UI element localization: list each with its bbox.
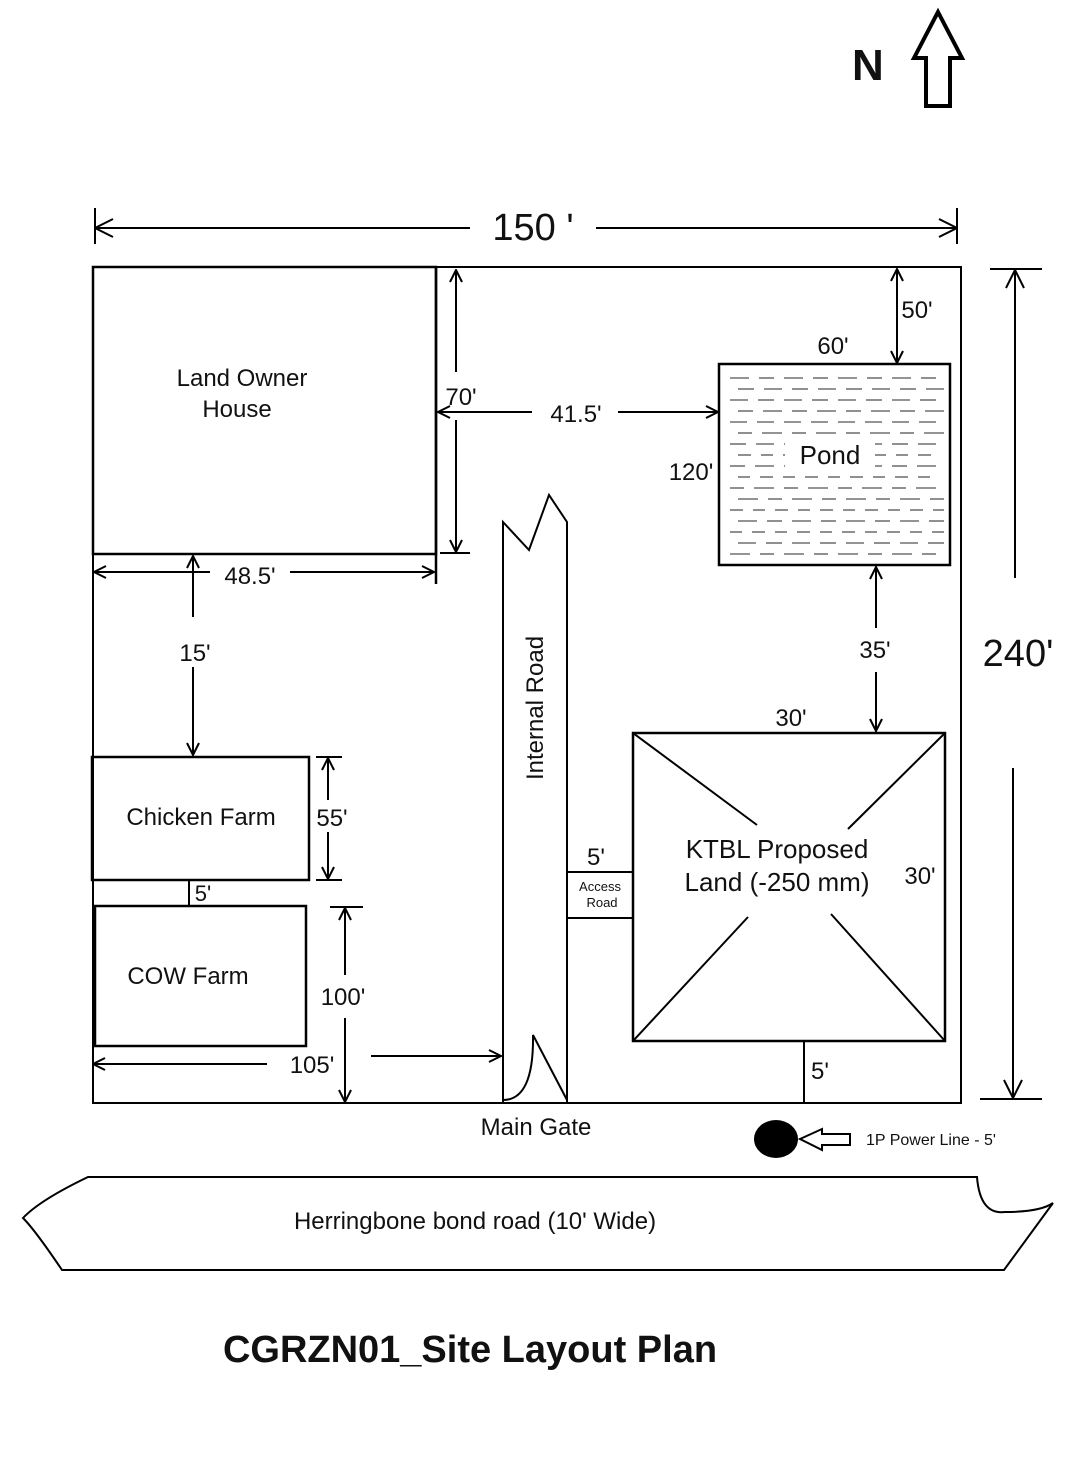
pond-water-hatch bbox=[730, 377, 944, 555]
herringbone-road: Herringbone bond road (10' Wide) bbox=[21, 1176, 1054, 1271]
power-pole-icon bbox=[754, 1120, 798, 1158]
house-pond-distance-label: 41.5' bbox=[550, 401, 601, 428]
plot-width-label: 150 ' bbox=[492, 207, 573, 249]
pond-height-label: 120' bbox=[669, 459, 714, 486]
cow-height-label: 100' bbox=[321, 984, 366, 1011]
access-road: Access Road bbox=[566, 871, 634, 919]
ktbl-proposed-land: KTBL Proposed Land (-250 mm) bbox=[631, 731, 947, 1043]
plot-height-label: 240' bbox=[983, 633, 1054, 675]
chicken-farm: Chicken Farm bbox=[90, 755, 311, 882]
power-arrow-icon bbox=[797, 1127, 851, 1152]
access-road-label-line2: Road bbox=[586, 895, 617, 910]
farm-gap-label: 5' bbox=[195, 881, 211, 906]
ktbl-height-label: 30' bbox=[904, 863, 935, 890]
pond-top-setback-label: 50' bbox=[901, 297, 932, 324]
main-gate-label: Main Gate bbox=[481, 1114, 592, 1141]
chicken-height-label: 55' bbox=[316, 805, 347, 832]
house-width-label: 48.5' bbox=[224, 563, 275, 590]
house-label-line1: Land Owner bbox=[177, 365, 308, 392]
access-road-label-line1: Access bbox=[579, 879, 621, 894]
chicken-farm-label: Chicken Farm bbox=[126, 804, 275, 831]
internal-road-label: Internal Road bbox=[522, 636, 549, 780]
ktbl-width-label: 30' bbox=[775, 705, 806, 732]
page-title: CGRZN01_Site Layout Plan bbox=[223, 1329, 717, 1371]
north-arrow-icon bbox=[910, 7, 966, 108]
ktbl-bottom-setback-label: 5' bbox=[811, 1058, 829, 1085]
house-height-label: 70' bbox=[445, 384, 476, 411]
ktbl-label-line1: KTBL Proposed bbox=[686, 834, 869, 864]
chicken-gap-label: 15' bbox=[179, 640, 210, 667]
land-owner-house: Land Owner House bbox=[91, 265, 438, 584]
cow-width-label: 105' bbox=[290, 1052, 335, 1079]
north-label: N bbox=[852, 41, 884, 90]
internal-road: Internal Road bbox=[502, 492, 568, 1103]
pond: Pond bbox=[717, 362, 952, 567]
plot-boundary bbox=[92, 266, 962, 1104]
pond-width-label: 60' bbox=[817, 333, 848, 360]
ktbl-label-line2: Land (-250 mm) bbox=[685, 867, 870, 897]
access-road-width-label: 5' bbox=[587, 844, 605, 871]
cow-farm: COW Farm bbox=[93, 904, 308, 1048]
power-line-label: 1P Power Line - 5' bbox=[866, 1132, 996, 1149]
road-label: Herringbone bond road (10' Wide) bbox=[294, 1208, 656, 1235]
pond-ktbl-gap-label: 35' bbox=[859, 637, 890, 664]
cow-farm-label: COW Farm bbox=[127, 963, 248, 990]
pond-label: Pond bbox=[800, 440, 861, 470]
house-label-line2: House bbox=[202, 396, 271, 423]
